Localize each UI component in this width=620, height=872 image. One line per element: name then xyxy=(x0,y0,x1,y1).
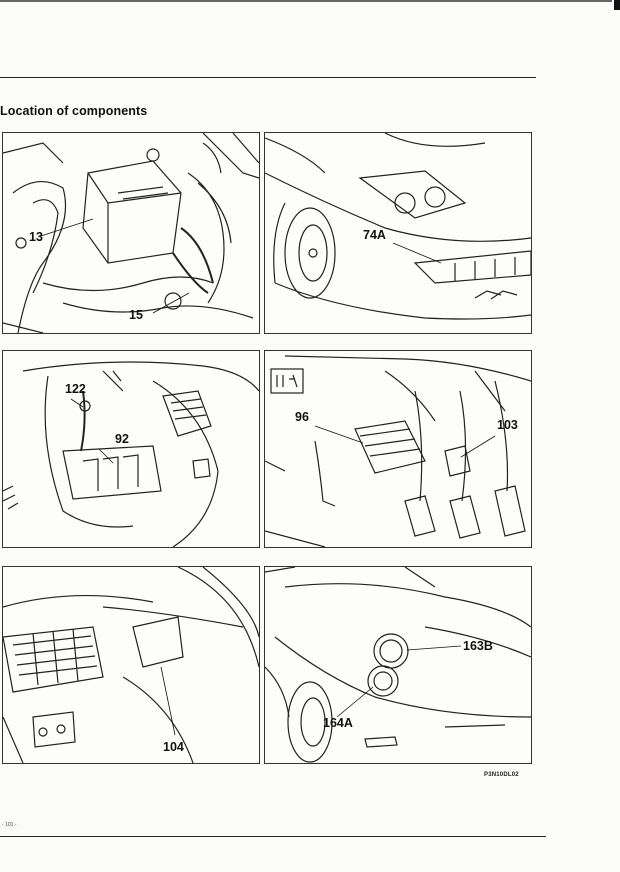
callout-104: 104 xyxy=(163,740,184,754)
front-headlight-drawing xyxy=(265,133,531,320)
figure-panel-rear-lights: 163B 164A xyxy=(264,566,532,764)
callout-164a: 164A xyxy=(323,716,353,730)
callout-13: 13 xyxy=(29,230,43,244)
figure-panel-engine-bay: 13 15 xyxy=(2,132,260,334)
callout-96: 96 xyxy=(295,410,309,424)
footer-rule xyxy=(0,836,546,837)
figure-panel-front-headlight: 74A xyxy=(264,132,532,334)
callout-92: 92 xyxy=(115,432,129,446)
callout-15: 15 xyxy=(129,308,143,322)
callout-163b: 163B xyxy=(463,639,493,653)
figure-code: P3N10DL02 xyxy=(484,772,519,778)
dashboard-left-drawing xyxy=(3,361,259,547)
page-number: - 101 - xyxy=(2,822,17,828)
figure-panel-pedal-area: 96 103 xyxy=(264,350,532,548)
callout-74a: 74A xyxy=(363,228,386,242)
engine-bay-drawing xyxy=(3,133,259,333)
callout-103: 103 xyxy=(497,418,518,432)
rear-lights-drawing xyxy=(265,567,531,763)
corner-mark xyxy=(614,0,620,10)
top-rule xyxy=(0,0,612,2)
figure-panel-steering-column: 104 xyxy=(2,566,260,764)
figure-panel-dashboard-left: 122 92 xyxy=(2,350,260,548)
callout-122: 122 xyxy=(65,382,86,396)
pedal-area-drawing xyxy=(265,355,531,547)
section-title: Location of components xyxy=(0,104,148,118)
header-rule xyxy=(0,77,536,78)
steering-column-drawing xyxy=(3,567,259,763)
